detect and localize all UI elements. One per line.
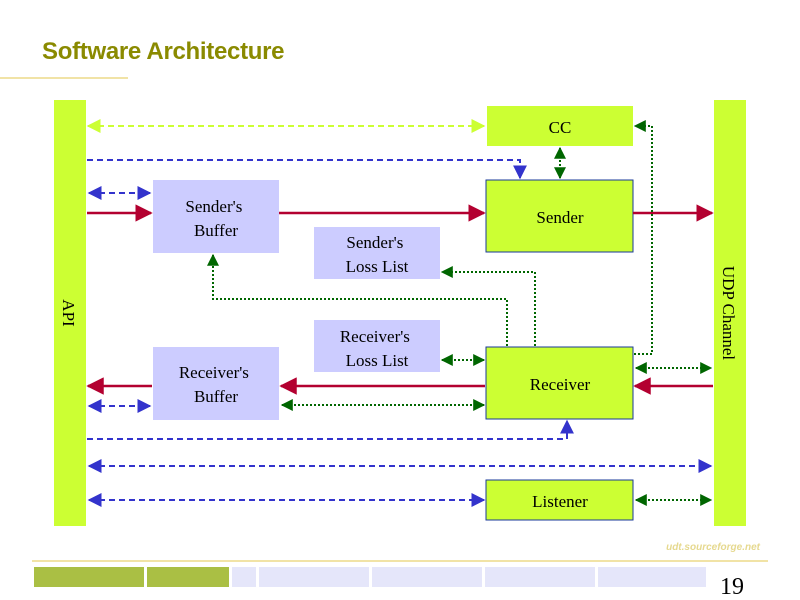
senders-loss-list-box [314, 227, 440, 279]
listener-label: Listener [532, 492, 588, 511]
receivers-buffer-box [153, 347, 279, 420]
footer-segment-2 [147, 567, 229, 587]
udp-channel-label: UDP Channel [719, 266, 738, 361]
cc-label: CC [549, 118, 572, 137]
senders-loss-list-label: Sender's Loss List [346, 233, 409, 276]
sender-box [485, 179, 634, 253]
footer-segment-5 [372, 567, 482, 587]
receivers-loss-list-label: Receiver's Loss List [340, 327, 414, 370]
receivers-loss-list-box [314, 320, 440, 372]
senders-buffer-label-line2: Buffer [194, 221, 238, 240]
footer-segment-1 [34, 567, 144, 587]
senders-loss-list-label-line2: Loss List [346, 257, 409, 276]
page-number: 19 [720, 574, 744, 600]
footer-url: udt.sourceforge.net [666, 542, 760, 553]
api-receiver-control [87, 419, 574, 440]
receivers-buffer-label: Receiver's Buffer [179, 363, 253, 406]
receiver-senders-buffer-link [207, 253, 508, 346]
sender-label: Sender [536, 208, 584, 227]
receiver-label: Receiver [530, 375, 591, 394]
senders-loss-list-label-line1: Sender's [346, 233, 403, 252]
title-underline [0, 77, 128, 79]
footer-segment-7 [598, 567, 706, 587]
receiver-senders-loss-list-link [440, 266, 536, 346]
footer-rule [32, 560, 768, 562]
footer-segment-6 [485, 567, 595, 587]
receivers-loss-list-label-line2: Loss List [346, 351, 409, 370]
listener-box [485, 479, 634, 521]
footer-segment-4 [259, 567, 369, 587]
udp-channel-bar [714, 100, 746, 526]
api-label: API [59, 299, 78, 327]
receiver-cc-link [633, 120, 653, 355]
senders-buffer-box [153, 180, 279, 253]
footer-segment-3 [232, 567, 256, 587]
senders-buffer-label: Sender's Buffer [185, 197, 246, 240]
senders-buffer-label-line1: Sender's [185, 197, 242, 216]
receiver-box [485, 346, 634, 420]
api-bar [54, 100, 86, 526]
receivers-buffer-label-line2: Buffer [194, 387, 238, 406]
api-sender-control [87, 159, 527, 180]
receivers-buffer-label-line1: Receiver's [179, 363, 249, 382]
receivers-loss-list-label-line1: Receiver's [340, 327, 410, 346]
slide-title: Software Architecture [42, 38, 285, 65]
cc-box [487, 106, 633, 146]
